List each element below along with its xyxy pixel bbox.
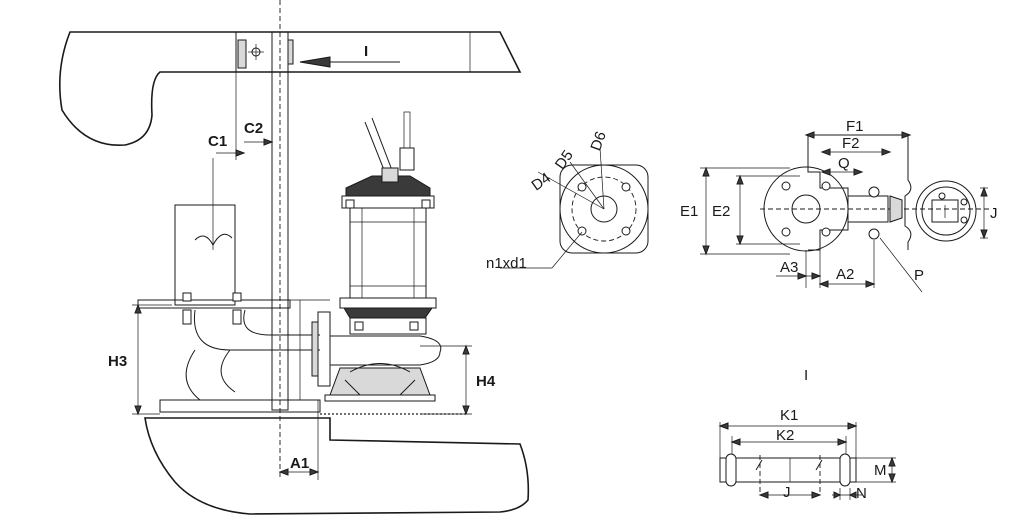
pipe-bracket [174,204,236,306]
c2-label: C2 [244,120,263,137]
pump-motor [339,111,437,335]
n-label: N [856,485,867,502]
view-i-detail: K1 K2 M J N [718,407,896,502]
d6-label: D6 [587,129,610,153]
flange-view: D6 D5 D4 n1xd1 [486,129,649,272]
pump-volute [329,335,442,366]
c1-label: C1 [208,133,227,150]
a2-label: A2 [836,266,854,283]
q-label: Q [838,155,850,172]
j-top-label: J [990,205,998,222]
k1-label: K1 [780,407,798,424]
view-i-label: I [804,367,808,384]
plan-view: F1 F2 Q E1 E2 J A3 [680,118,998,293]
a3-label: A3 [780,259,798,276]
f1-label: F1 [846,118,864,135]
rail-bracket [719,457,857,483]
a1-label: A1 [290,455,309,472]
flange-outer [559,164,649,254]
discharge-flange [317,311,331,387]
h4-label: H4 [476,373,496,390]
side-view: I C2 C1 H3 [58,0,530,515]
top-bracket [235,31,273,73]
elbow-pipe [193,309,320,351]
e1-label: E1 [680,203,698,220]
m-label: M [874,462,887,479]
p-label: P [914,267,924,284]
base-plate [159,399,321,413]
e2-label: E2 [712,203,730,220]
view-marker-label: I [364,43,368,60]
plan-pump-head [915,180,977,242]
d4-label: D4 [529,169,554,194]
n1xd1-label: n1xd1 [486,255,527,272]
h3-label: H3 [108,353,127,370]
f2-label: F2 [842,135,860,152]
top-slab [58,31,522,146]
bottom-slab [144,417,530,515]
d5-label: D5 [552,147,577,172]
k2-label: K2 [776,427,794,444]
j-bottom-label: J [783,484,791,501]
